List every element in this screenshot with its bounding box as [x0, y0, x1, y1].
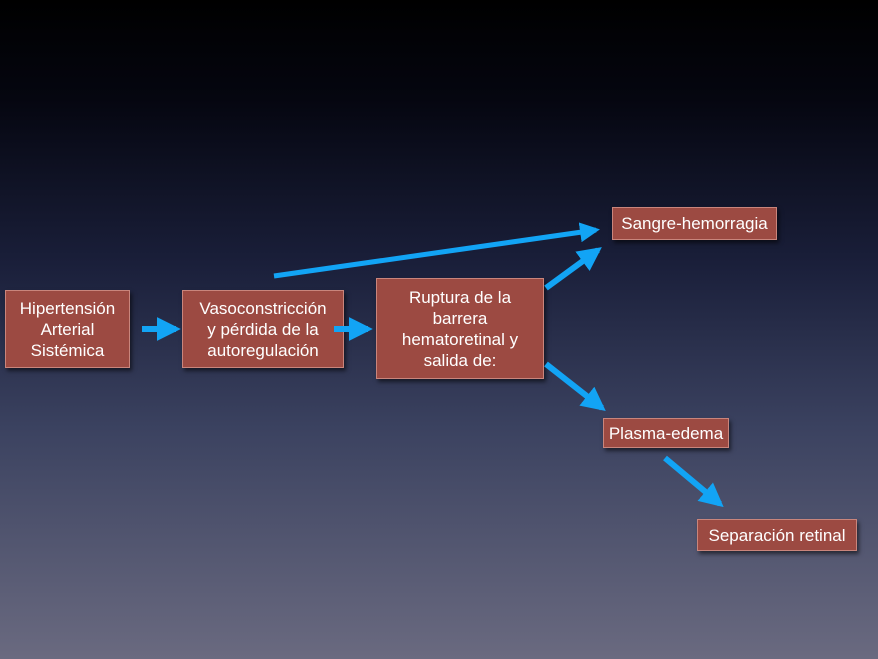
node-sangre: Sangre-hemorragia	[612, 207, 777, 240]
node-separacion: Separación retinal	[697, 519, 857, 551]
arrow-vasoconstriccion-to-sangre	[273, 222, 600, 279]
node-hipertension-label: Hipertensión Arterial Sistémica	[19, 298, 116, 360]
node-vasoconstriccion: Vasoconstricción y pérdida de la autoreg…	[182, 290, 344, 368]
node-plasma-label: Plasma-edema	[608, 423, 724, 443]
node-vasoconstriccion-label: Vasoconstricción y pérdida de la autoreg…	[199, 298, 327, 360]
node-separacion-label: Separación retinal	[708, 525, 846, 545]
node-ruptura-label: Ruptura de la barrera hematoretinal y sa…	[401, 287, 519, 370]
node-hipertension: Hipertensión Arterial Sistémica	[5, 290, 130, 368]
node-ruptura: Ruptura de la barrera hematoretinal y sa…	[376, 278, 544, 379]
node-sangre-label: Sangre-hemorragia	[621, 214, 768, 233]
arrow-ruptura-to-sangre	[544, 247, 602, 291]
node-plasma: Plasma-edema	[603, 418, 729, 448]
arrow-plasma-to-separacion	[663, 455, 724, 508]
arrow-ruptura-to-plasma	[544, 361, 606, 411]
